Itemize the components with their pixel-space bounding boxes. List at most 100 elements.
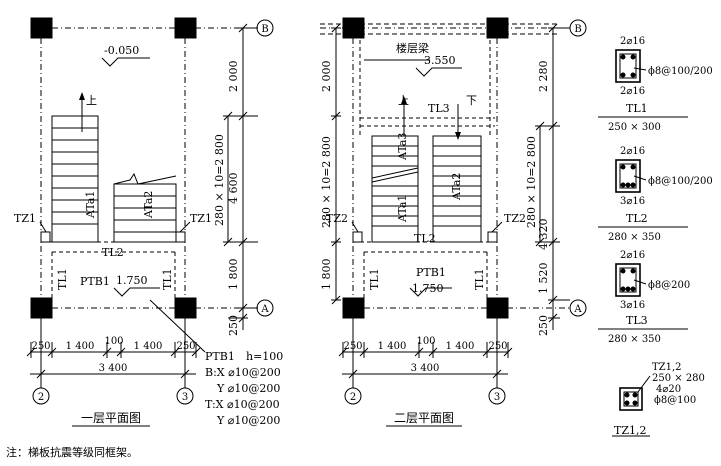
ata1-label: ATa1 (396, 195, 409, 223)
dim-bottom-1400-right: 1 400 (446, 341, 475, 352)
axis-label-b: B (574, 24, 581, 35)
first-floor-plan (26, 17, 274, 427)
ata3-label: ATa3 (396, 133, 409, 161)
dim-right-total: 4 600 (227, 173, 240, 205)
dim-left-stair: 280 × 10=2 800 (320, 136, 333, 228)
tz2-right-label: TZ2 (504, 212, 526, 225)
tz-left-label: TZ1 (14, 212, 36, 225)
dim-right-top: 2 280 (537, 61, 550, 93)
up-label: 上 (86, 94, 97, 107)
dim-right-bottom: 250 (537, 315, 550, 336)
axis-bubble-2 (32, 387, 50, 405)
ptb-note-line2: B:X ⌀10@200 (205, 366, 281, 379)
dim-bottom-1400-left: 1 400 (66, 341, 95, 352)
dim-bottom-250-right: 250 (488, 341, 507, 352)
tz-label-line4: ϕ8@100 (654, 395, 696, 406)
tl1-bottom-bars: 2⌀16 (620, 86, 645, 97)
dim-right-top: 2 000 (227, 61, 240, 93)
ata2-label: ATa2 (450, 173, 463, 201)
plan2-title: 二层平面图 (394, 411, 454, 425)
break-line (113, 172, 177, 185)
elev-symbol-landing (409, 287, 452, 297)
tl2-name: TL2 (626, 212, 648, 225)
elevation-top: -0.050 (104, 44, 139, 57)
dim-right-landing: 1 520 (537, 263, 550, 295)
ptb-note-line3: Y ⌀10@200 (216, 382, 280, 395)
elev-symbol-landing (113, 287, 160, 297)
tl2-label: TL2 (102, 246, 124, 259)
axis-label-2: 2 (38, 392, 44, 403)
dim-bottom-1400-left: 1 400 (378, 341, 407, 352)
dim-right-total: 4 320 (537, 219, 550, 251)
tl1-left-label: TL1 (56, 268, 69, 290)
dim-right-landing: 1 800 (227, 259, 240, 291)
ptb-note-line4: T:X ⌀10@200 (205, 398, 280, 411)
axis-bubble-b (256, 19, 274, 37)
beam-section-labels: 2⌀16 ϕ8@100/200 2⌀16 TL1 250 × 300 2⌀16 … (608, 36, 713, 437)
tl1-section-outline (615, 49, 641, 83)
tl2-label: TL2 (414, 232, 436, 245)
tz-name: TZ1,2 (614, 424, 646, 437)
dim-bottom-250-left: 250 (343, 341, 362, 352)
flight-treads (372, 145, 481, 227)
tl1-name: TL1 (626, 102, 648, 115)
axis-bubble-3 (176, 387, 194, 405)
ptb-note-line1: PTB1 (205, 350, 235, 363)
tl3-size: 280 × 350 (608, 334, 661, 345)
axis-label-a: A (260, 304, 269, 315)
ptb1-label: PTB1 (80, 275, 110, 288)
axis-bubble-a (256, 299, 274, 317)
elev-symbol-top (415, 67, 462, 77)
tl1-size: 250 × 300 (608, 122, 661, 133)
axis-label-3: 3 (494, 392, 500, 403)
tz-section-outline (619, 387, 643, 411)
ata1-label: ATa1 (84, 191, 97, 219)
dim-left-top: 2 000 (320, 61, 333, 93)
tz-label-line1: TZ1,2 (652, 362, 682, 373)
column-bottom-left (342, 297, 365, 319)
dim-bottom-100: 100 (416, 336, 435, 347)
dim-bottom-total: 3 400 (99, 363, 128, 374)
tz-right-label: TZ1 (190, 212, 212, 225)
axis-bubble-2 (344, 387, 362, 405)
second-floor-labels: B A 2 3 楼层梁 3.550 上 下 TL3 ATa3 ATa1 ATa2… (320, 24, 582, 425)
plan1-title: 一层平面图 (81, 411, 141, 425)
flight-ata1-treads (52, 127, 98, 225)
dim-bottom-250-right: 250 (176, 341, 195, 352)
axis-bubble-a (569, 299, 587, 317)
ptb-note-line5: Y ⌀10@200 (216, 414, 280, 427)
column-bottom-left (30, 297, 53, 319)
axis-bubble-3 (488, 387, 506, 405)
first-floor-labels: B A 2 3 -0.050 上 ATa1 ATa2 TZ1 TZ1 TL2 T… (14, 24, 269, 425)
axis-label-3: 3 (182, 392, 188, 403)
dim-right-bottom: 250 (227, 315, 240, 336)
dim-bottom-1400-right: 1 400 (134, 341, 163, 352)
elevation-top: 3.550 (424, 54, 456, 67)
flight-ata2-treads (114, 195, 176, 233)
tl1-top-bars: 2⌀16 (620, 36, 645, 47)
tl3-stirrup: ϕ8@200 (648, 280, 690, 291)
tz-label-line2: 250 × 280 (652, 373, 705, 384)
dim-right-stair: 280 × 10=2 800 (525, 136, 538, 228)
dim-left-landing: 1 800 (320, 259, 333, 291)
tl1-stirrup: ϕ8@100/200 (648, 66, 713, 77)
tl1-right-label: TL1 (473, 268, 486, 290)
beam-sections (598, 49, 688, 437)
axis-label-a: A (573, 304, 582, 315)
axis-label-2: 2 (350, 392, 356, 403)
tl3-top-bars: 2⌀16 (620, 250, 645, 261)
tz2-left-post (352, 231, 363, 243)
tl2-stirrup: ϕ8@100/200 (648, 176, 713, 187)
tl2-size: 280 × 350 (608, 232, 661, 243)
down-label: 下 (466, 94, 477, 107)
tl2-bottom-bars: 3⌀16 (620, 196, 645, 207)
tz-left-post (40, 231, 51, 243)
ata2-label: ATa2 (142, 191, 155, 219)
tz2-right-post (487, 231, 498, 243)
elev-symbol-top (101, 57, 150, 67)
tl2-section-outline (615, 159, 641, 193)
tl3-name: TL3 (626, 314, 648, 327)
landing-elevation: 1.750 (412, 282, 444, 295)
footnote: 注：梯板抗震等级同框架。 (6, 445, 138, 459)
floor-beam-label: 楼层梁 (396, 41, 429, 55)
